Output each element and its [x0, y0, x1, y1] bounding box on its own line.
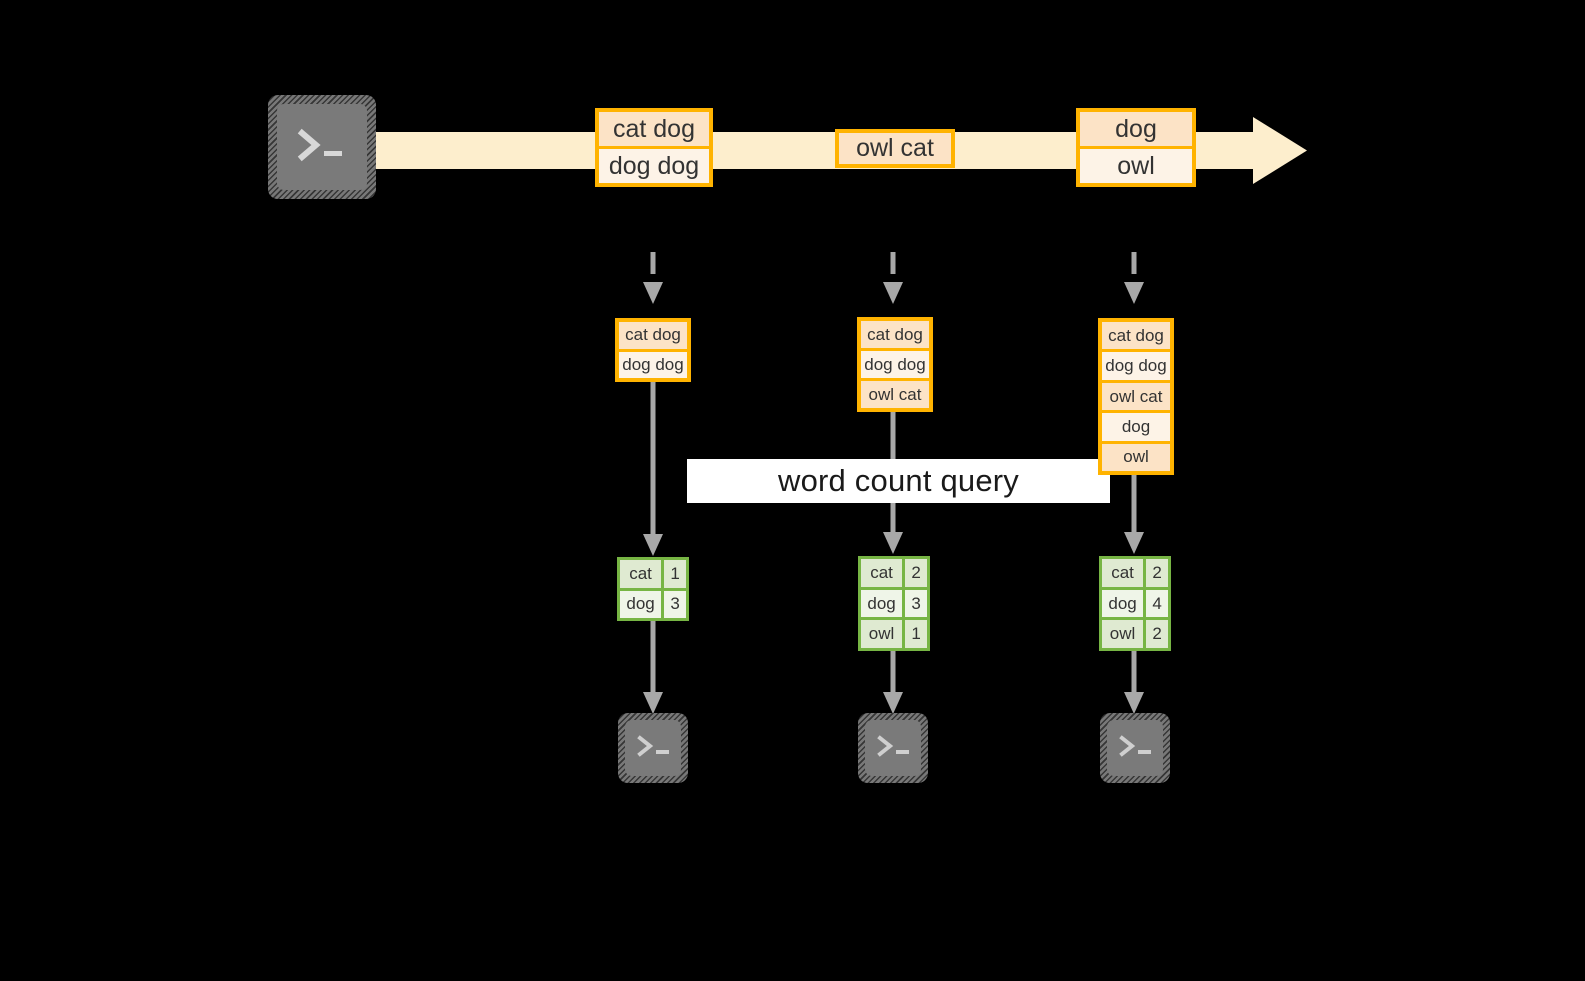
result-count: 3: [661, 590, 686, 618]
stream-event-box-3: dog owl: [1076, 108, 1196, 187]
result-word: dog: [1102, 589, 1144, 618]
stream-event-box-1: cat dog dog dog: [595, 108, 713, 187]
accumulated-line: dog dog: [1102, 349, 1170, 380]
result-word: dog: [861, 589, 903, 618]
accumulated-line: dog: [1102, 410, 1170, 441]
dashed-connector-2: [883, 252, 903, 304]
solid-connector-1a: [643, 382, 663, 556]
query-label-text: word count query: [778, 463, 1019, 498]
accumulated-line: cat dog: [861, 321, 929, 348]
accumulated-box-3: cat dog dog dog owl cat dog owl: [1098, 318, 1174, 475]
dashed-connector-1: [643, 252, 663, 304]
result-word: owl: [861, 620, 903, 649]
stream-event-line: cat dog: [599, 112, 709, 146]
result-table-3: cat 2 dog 4 owl 2: [1099, 556, 1171, 651]
result-word: owl: [1102, 620, 1144, 649]
sink-terminal-icon-3: [1100, 713, 1170, 783]
accumulated-line: cat dog: [619, 322, 687, 349]
sink-terminal-icon-1: [618, 713, 688, 783]
result-count: 2: [902, 559, 927, 587]
result-row: owl 1: [861, 617, 927, 649]
accumulated-line: owl: [1102, 440, 1170, 472]
stream-event-line: owl cat: [839, 133, 951, 164]
result-table-1: cat 1 dog 3: [617, 557, 689, 621]
accumulated-line: cat dog: [1102, 322, 1170, 350]
result-count: 2: [1143, 620, 1168, 649]
sink-terminal-icon-2: [858, 713, 928, 783]
result-count: 1: [661, 560, 686, 588]
result-count: 4: [1143, 589, 1168, 618]
result-row: cat 1: [620, 560, 686, 588]
result-word: cat: [620, 560, 662, 588]
accumulated-line: owl cat: [861, 378, 929, 408]
result-row: owl 2: [1102, 617, 1168, 649]
result-count: 2: [1143, 559, 1168, 587]
query-label-banner: word count query: [687, 459, 1110, 503]
result-word: cat: [861, 559, 903, 587]
stream-event-line: dog dog: [599, 146, 709, 183]
result-word: dog: [620, 590, 662, 618]
stream-event-box-2: owl cat: [835, 129, 955, 168]
result-count: 1: [902, 620, 927, 649]
result-word: cat: [1102, 559, 1144, 587]
accumulated-line: dog dog: [619, 348, 687, 378]
stream-event-line: owl: [1080, 146, 1192, 183]
solid-connector-3b: [1124, 651, 1144, 714]
accumulated-line: dog dog: [861, 348, 929, 378]
accumulated-box-1: cat dog dog dog: [615, 318, 691, 382]
result-row: cat 2: [861, 559, 927, 587]
stream-event-line: dog: [1080, 112, 1192, 146]
solid-connector-1b: [643, 621, 663, 714]
source-terminal-icon: [268, 95, 376, 199]
accumulated-box-2: cat dog dog dog owl cat: [857, 317, 933, 412]
solid-connector-3a: [1124, 474, 1144, 554]
result-row: dog 4: [1102, 586, 1168, 618]
stream-arrowhead: [1253, 117, 1307, 184]
result-row: dog 3: [620, 587, 686, 618]
dashed-connector-3: [1124, 252, 1144, 304]
result-row: cat 2: [1102, 559, 1168, 587]
solid-connector-2b: [883, 651, 903, 714]
result-table-2: cat 2 dog 3 owl 1: [858, 556, 930, 651]
accumulated-line: owl cat: [1102, 379, 1170, 411]
result-row: dog 3: [861, 586, 927, 618]
result-count: 3: [902, 589, 927, 618]
